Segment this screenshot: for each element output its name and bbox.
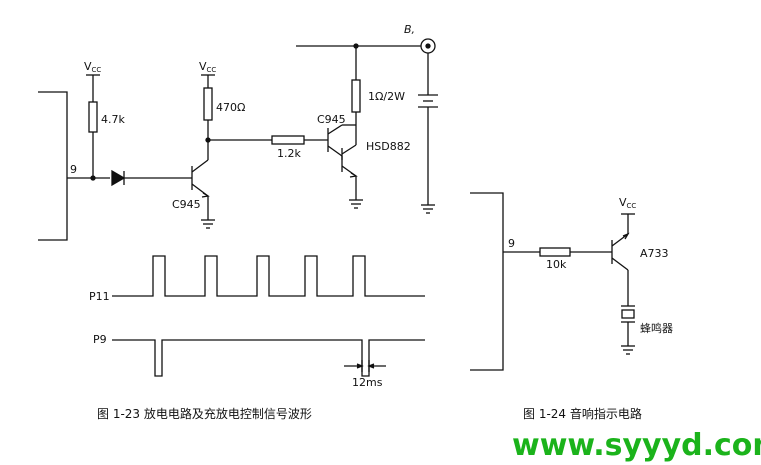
diode bbox=[111, 169, 126, 187]
r4-label: 1Ω/2W bbox=[368, 90, 405, 103]
buzzer bbox=[621, 309, 635, 319]
terminal-b-label: B, bbox=[404, 23, 415, 36]
r10k-label: 10k bbox=[546, 258, 567, 271]
resistor-470 bbox=[203, 87, 213, 121]
vcc-right-label: VCC bbox=[619, 196, 636, 210]
waveform-p11 bbox=[112, 255, 425, 297]
vcc2-label: VCC bbox=[199, 60, 216, 74]
resistor-4k7 bbox=[88, 101, 98, 133]
resistor-1k2 bbox=[271, 135, 305, 145]
pin9-label-left: 9 bbox=[70, 163, 77, 176]
period-label: 12ms bbox=[352, 376, 383, 389]
resistor-1ohm bbox=[351, 79, 361, 113]
r3-label: 1.2k bbox=[277, 147, 301, 160]
watermark: www.syyyd.com bbox=[512, 428, 761, 463]
ic-bracket-left bbox=[38, 91, 68, 241]
q2-label: C945 bbox=[317, 113, 346, 126]
ic-bracket-right bbox=[470, 192, 504, 371]
r1-label: 4.7k bbox=[101, 113, 125, 126]
caption-fig24: 图 1-24 音响指示电路 bbox=[523, 406, 642, 421]
r2-label: 470Ω bbox=[216, 101, 245, 114]
resistor-10k bbox=[539, 247, 571, 257]
pin9-label-right: 9 bbox=[508, 237, 515, 250]
p11-label: P11 bbox=[89, 290, 110, 303]
caption-fig23: 图 1-23 放电电路及充放电控制信号波形 bbox=[97, 406, 312, 421]
q3-label: HSD882 bbox=[366, 140, 411, 153]
q1-label: C945 bbox=[172, 198, 201, 211]
waveform-p9 bbox=[112, 339, 425, 377]
p9-label: P9 bbox=[93, 333, 107, 346]
a733-label: A733 bbox=[640, 247, 669, 260]
vcc1-label: VCC bbox=[84, 60, 101, 74]
buzzer-label: 蜂鸣器 bbox=[640, 321, 673, 335]
